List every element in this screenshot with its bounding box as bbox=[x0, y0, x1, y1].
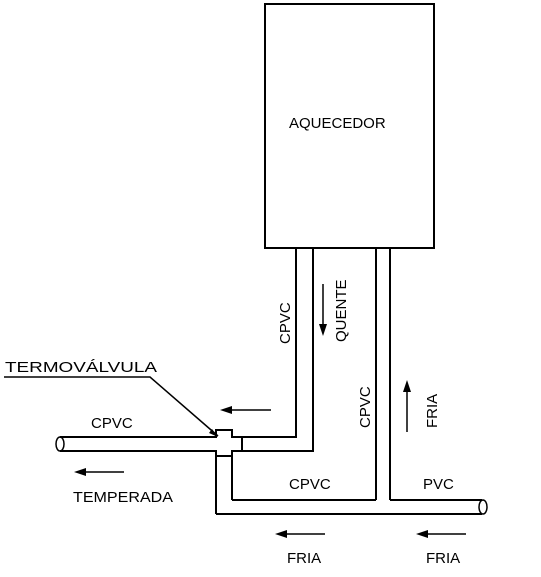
hot-water-pipe bbox=[242, 248, 314, 452]
cold-water-vertical-pipe bbox=[375, 248, 391, 500]
temperada-label: TEMPERADA bbox=[73, 489, 173, 506]
heater-box bbox=[264, 3, 435, 249]
heater-label: AQUECEDOR bbox=[289, 115, 386, 132]
cpvc-bottom-label: CPVC bbox=[289, 476, 331, 493]
termovalvula-leader-tip bbox=[209, 429, 218, 437]
tempered-outlet-pipe bbox=[60, 436, 205, 452]
termovalvula-label: TERMOVÁLVULA bbox=[5, 359, 157, 376]
cpvc-left-label: CPVC bbox=[91, 415, 133, 432]
fria-up-arrowhead bbox=[403, 380, 411, 392]
fria-up-label: FRIA bbox=[424, 394, 441, 428]
fria-bottom-right-arrowhead bbox=[416, 530, 428, 538]
cold-water-bottom-pipe bbox=[216, 499, 482, 515]
valve-cold-branch bbox=[215, 456, 233, 514]
tempered-flow-arrowhead bbox=[74, 468, 86, 476]
cpvc-cold-vertical-label: CPVC bbox=[357, 386, 374, 428]
pvc-label: PVC bbox=[423, 476, 454, 493]
cpvc-hot-vertical-label: CPVC bbox=[277, 302, 294, 344]
pvc-pipe-end bbox=[478, 499, 488, 515]
quente-label: QUENTE bbox=[333, 279, 350, 342]
fria-bottom-left-label: FRIA bbox=[287, 550, 321, 567]
hot-flow-left-arrowhead bbox=[220, 406, 232, 414]
termovalvula-leader bbox=[4, 376, 219, 437]
fria-bottom-right-label: FRIA bbox=[426, 550, 460, 567]
quente-down-arrowhead bbox=[319, 324, 327, 336]
tempered-pipe-end bbox=[55, 436, 65, 452]
thermostatic-valve bbox=[205, 429, 243, 457]
fria-bottom-left-arrowhead bbox=[275, 530, 287, 538]
